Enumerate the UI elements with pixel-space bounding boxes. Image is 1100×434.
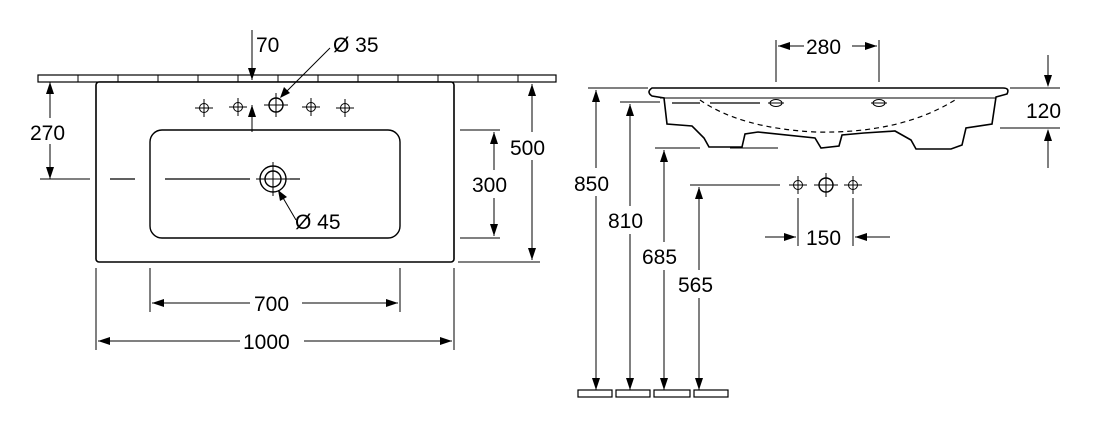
dim-basin-height-label: 120 <box>1026 100 1061 123</box>
dim-tap-hole-label: Ø 35 <box>333 34 379 57</box>
bowl-outline-top <box>149 129 401 239</box>
dim-total-width-label: 1000 <box>243 331 290 354</box>
dim-bowl-width-label: 700 <box>254 293 289 316</box>
top-view: 70 Ø 35 270 500 300 Ø 45 <box>28 30 557 354</box>
basin-profile <box>648 87 1009 150</box>
dim-height-565-label: 565 <box>678 274 713 297</box>
dim-tap-offset-label: 70 <box>256 34 279 57</box>
dim-height-810-label: 810 <box>608 210 643 233</box>
tap-hole-side-icon <box>788 173 863 197</box>
floor-strip <box>577 389 729 398</box>
tap-hole-icon <box>194 93 355 118</box>
dim-height-850-label: 850 <box>574 173 609 196</box>
side-view: 280 120 850 810 685 <box>572 34 1061 398</box>
dim-drain-hole-label: Ø 45 <box>295 211 341 234</box>
dim-total-depth-label: 500 <box>510 137 545 160</box>
dim-bowl-depth-label: 300 <box>472 174 507 197</box>
drain-icon <box>256 162 290 196</box>
dim-height-685-label: 685 <box>642 246 677 269</box>
basin-outline-top <box>95 81 455 263</box>
drain-marker-icon <box>768 99 887 107</box>
dim-drain-spacing-label: 280 <box>806 36 841 59</box>
dim-tap-spacing-label: 150 <box>806 227 841 250</box>
dim-depth-to-drain-label: 270 <box>30 122 65 145</box>
